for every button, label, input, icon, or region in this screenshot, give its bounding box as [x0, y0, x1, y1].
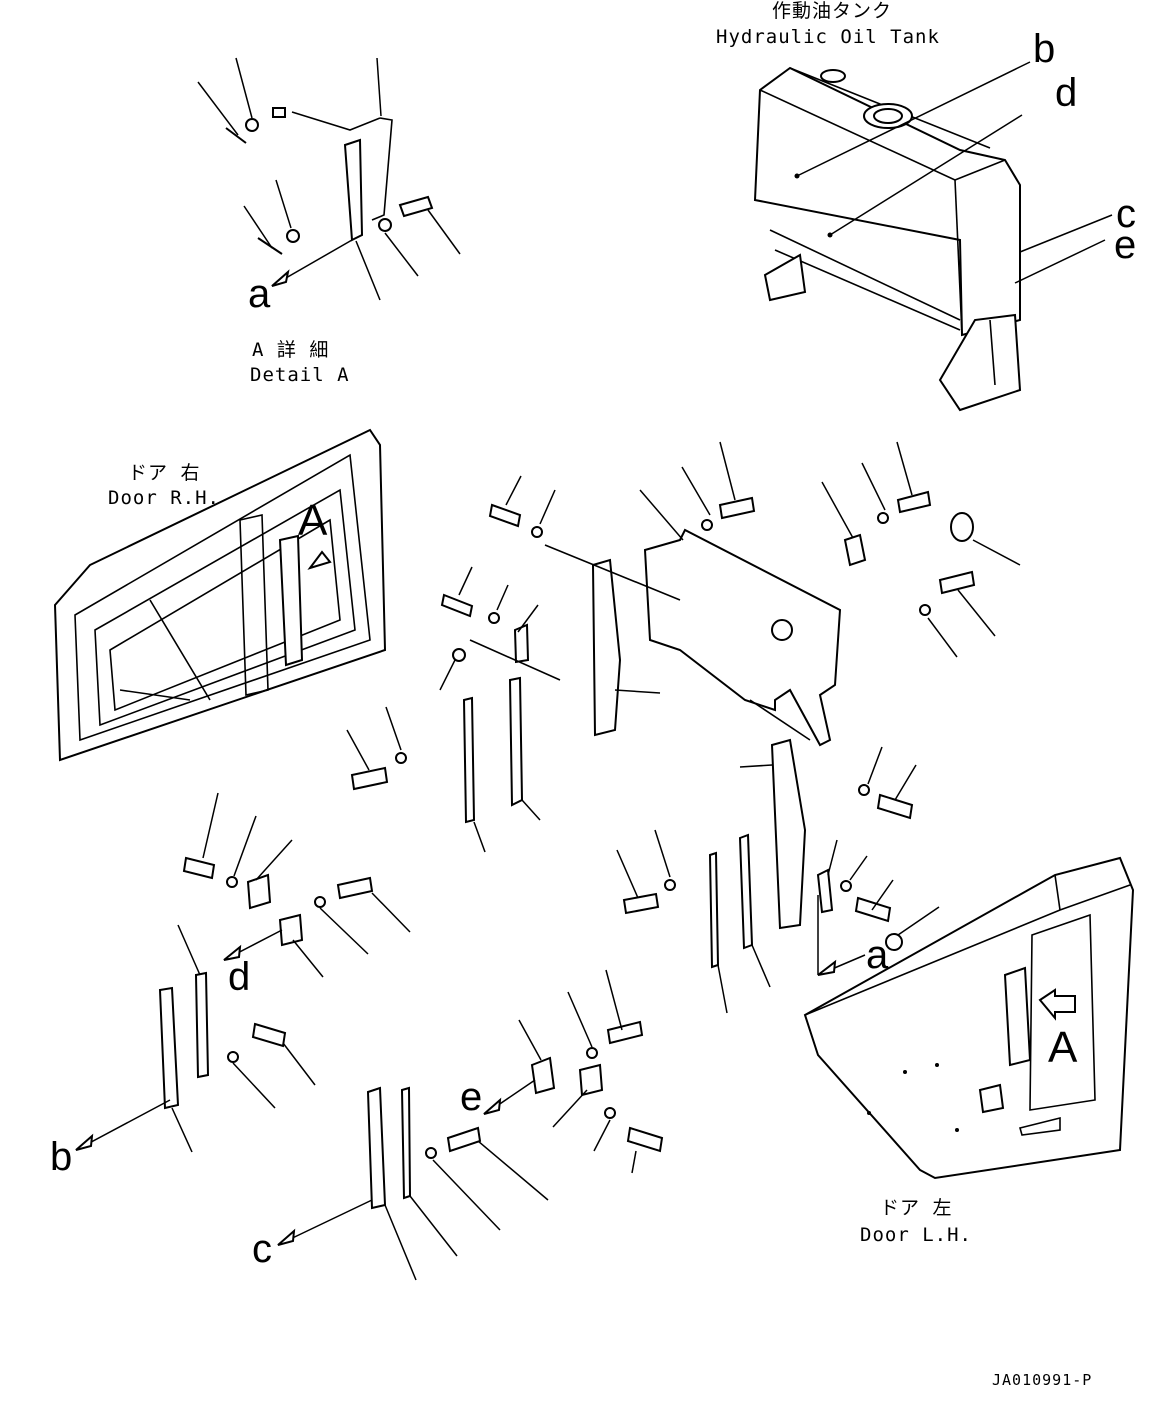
- callout-b-left: b: [50, 1135, 72, 1179]
- detail-a-assembly: [197, 57, 461, 301]
- door-lh-label-jp: ドア 左: [880, 1197, 952, 1219]
- door-lh: [803, 856, 1135, 1180]
- callout-c-tank: c: [1116, 192, 1136, 236]
- callout-c-bottom: c: [252, 1227, 272, 1271]
- callout-A-door-rh: A: [298, 496, 328, 545]
- hydraulic-oil-tank: [753, 61, 1113, 412]
- drawing-code: JA010991-P: [992, 1371, 1092, 1389]
- door-rh-label-jp: ドア 右: [128, 462, 200, 484]
- left-lower-assembly: [75, 792, 411, 1153]
- callout-e-bottom: e: [460, 1075, 482, 1119]
- hydraulic-tank-label-en: Hydraulic Oil Tank: [716, 26, 940, 48]
- door-lh-label-en: Door L.H.: [860, 1224, 972, 1246]
- callout-a-detail: a: [248, 272, 271, 316]
- hydraulic-tank-label-jp: 作動油タンク: [772, 0, 892, 22]
- callout-A-door-lh: A: [1048, 1023, 1078, 1072]
- callout-e-tank: e: [1114, 223, 1136, 267]
- detail-a-label-en: Detail A: [250, 364, 350, 386]
- callout-d-tank: d: [1055, 71, 1077, 115]
- callout-a-center: a: [866, 933, 889, 977]
- detail-a-label-jp: A 詳 細: [252, 339, 329, 361]
- center-panel-assembly: [346, 441, 1021, 1014]
- callout-d-left: d: [228, 955, 250, 999]
- door-rh-label-en: Door R.H.: [108, 487, 220, 509]
- bottom-center-assembly: [277, 969, 664, 1281]
- door-rh: [53, 428, 387, 762]
- callout-b-tank: b: [1033, 27, 1055, 71]
